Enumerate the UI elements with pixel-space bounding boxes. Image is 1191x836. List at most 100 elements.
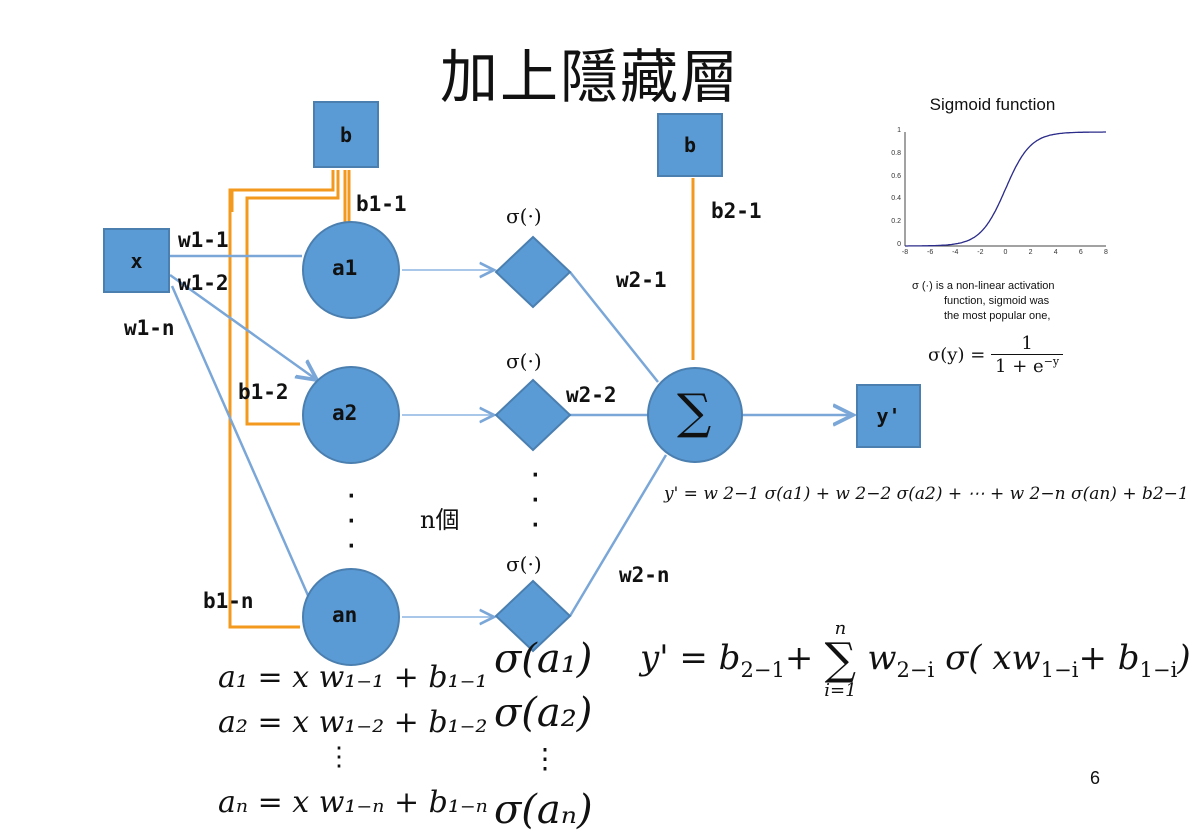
sigmoid-ytick: 0.6 (891, 172, 901, 180)
sum-bottom: i=1 (824, 680, 857, 701)
activation-dots-3: · (529, 513, 542, 537)
sum-b-sub: 1−i (1139, 656, 1178, 682)
sigmoid-ytick: 0.4 (891, 195, 901, 203)
sigmoid-ytick: 0.8 (891, 149, 901, 157)
equation-an: aₙ = x w₁₋ₙ + b₁₋ₙ (218, 785, 488, 820)
sigmoid-ytick: 1 (897, 127, 901, 134)
node-sum-label: ∑ (677, 384, 712, 440)
sigmoid-note: σ (·) is a non-linear activation functio… (912, 279, 1112, 324)
node-b-right-label: b (683, 133, 697, 157)
label-w1-2: w1-2 (178, 271, 229, 295)
sigmoid-note-line2: function, sigmoid was (944, 295, 1050, 307)
activation-label-1: σ(·) (506, 204, 542, 228)
label-w1-n: w1-n (124, 316, 175, 340)
activation-label-2: σ(·) (506, 349, 542, 373)
sigmoid-formula-num: 1 (991, 333, 1064, 355)
sigmoid-xtick: -8 (901, 249, 909, 256)
sigmoid-xtick: 8 (1104, 249, 1108, 256)
node-a2-label: a2 (332, 401, 358, 425)
sum-plus: + (784, 638, 814, 678)
node-a2 (302, 366, 400, 464)
summation-equation: y' = b2−1+ n ∑ i=1 w2−i σ( xw1−i+ b1−i) (640, 620, 1191, 700)
network-edges (169, 131, 1106, 666)
sigma-a1: σ(a₁) (494, 636, 593, 682)
sigmoid-formula-exp: −y (1043, 355, 1060, 368)
sigma-a2: σ(a₂) (494, 690, 593, 736)
slide-title: 加上隱藏層 (439, 43, 740, 111)
activation-diamond-n (494, 579, 572, 653)
sum-lhs: y' = b (640, 638, 741, 678)
label-w1-1: w1-1 (178, 228, 229, 252)
activation-dots-1: · (529, 463, 542, 487)
sum-close: ) (1177, 638, 1191, 678)
node-b-left: b (313, 101, 379, 168)
sum-body-sub: 2−i (896, 656, 935, 682)
sigmoid-chart (904, 131, 1106, 247)
sigmoid-formula-den-base: 1 + e (995, 356, 1044, 377)
activation-label-n: σ(·) (506, 552, 542, 576)
label-w2-n: w2-n (619, 563, 670, 587)
node-an-label: an (332, 603, 358, 627)
node-sum (647, 367, 743, 463)
sigmoid-formula-frac: 1 1 + e−y (991, 333, 1064, 377)
sigmoid-note-line3: the most popular one, (944, 310, 1051, 322)
node-x: x (103, 228, 170, 293)
sigmoid-xtick: 0 (1003, 249, 1008, 256)
node-x-label: x (130, 248, 143, 273)
hidden-to-activation-edges (402, 270, 494, 617)
equation-a1: a₁ = x w₁₋₁ + b₁₋₁ (218, 660, 488, 695)
sigmoid-note-line1: σ (·) is a non-linear activation (912, 280, 1055, 292)
node-y-output-label: y' (876, 404, 901, 428)
sigmoid-xtick: -4 (952, 249, 959, 256)
hidden-dots-1: · (345, 484, 358, 508)
sigmoid-xtick: 6 (1078, 249, 1083, 256)
sigmoid-title: Sigmoid function (929, 95, 1056, 114)
sigmoid-xtick: -2 (977, 249, 984, 256)
hidden-dots-3: · (345, 534, 358, 558)
sum-symbol: ∑ (824, 634, 857, 685)
sum-block: n ∑ i=1 (824, 620, 856, 700)
n-count-label: n個 (420, 506, 460, 534)
sigmoid-formula: σ(y) = 1 1 + e−y (928, 333, 1064, 377)
node-b-right: b (657, 113, 723, 177)
label-w2-2: w2-2 (566, 383, 617, 407)
label-b1-n: b1-n (203, 589, 254, 613)
label-b2-1: b2-1 (711, 199, 762, 223)
sum-plus2: + b (1078, 638, 1140, 678)
activation-diamond-1 (494, 235, 572, 309)
sigmoid-formula-den: 1 + e−y (991, 355, 1063, 377)
sum-rest-sub: 1−i (1040, 656, 1079, 682)
slide: 加上隱藏層 x b b y' a1 a2 an ∑ w1-1 w1-2 w1-n… (103, 43, 1191, 833)
node-y-output: y' (856, 384, 921, 448)
sigmoid-curve (905, 131, 1106, 247)
node-an (302, 568, 400, 666)
activation-diamond-2 (494, 378, 572, 452)
equation-vdots-left: ⋮ (326, 742, 352, 772)
hidden-dots-2: · (345, 509, 358, 533)
input-edges (169, 254, 317, 601)
node-a1-label: a1 (332, 256, 358, 280)
expanded-equation: y' = w 2−1 σ(a1) + w 2−2 σ(a2) + ⋯ + w 2… (664, 484, 1189, 504)
equation-vdots-right: ⋮ (531, 742, 559, 775)
sigma-an: σ(aₙ) (494, 787, 593, 833)
sigmoid-xtick: -6 (927, 249, 934, 256)
sum-body: w (867, 638, 897, 678)
bias-lines-left (228, 170, 351, 629)
sigmoid-ytick: 0 (897, 241, 901, 248)
node-a1 (302, 221, 400, 319)
node-b-left-label: b (339, 122, 353, 147)
equation-a2: a₂ = x w₁₋₂ + b₁₋₂ (218, 705, 488, 740)
activation-dots-2: · (529, 488, 542, 512)
label-w2-1: w2-1 (616, 268, 667, 292)
sum-rest: σ( xw (945, 638, 1041, 678)
sigmoid-xtick: 2 (1028, 249, 1033, 256)
label-b1-2: b1-2 (238, 380, 289, 404)
sigmoid-ytick: 0.2 (891, 218, 901, 226)
label-b1-1: b1-1 (356, 192, 407, 216)
page-number: 6 (1090, 768, 1101, 788)
activation-to-sum-edges (568, 271, 668, 617)
sum-top: n (834, 618, 847, 639)
sigmoid-xtick: 4 (1053, 249, 1058, 256)
sum-lhs-sub: 2−1 (740, 656, 785, 682)
sigmoid-formula-lhs: σ(y) = (928, 344, 986, 366)
